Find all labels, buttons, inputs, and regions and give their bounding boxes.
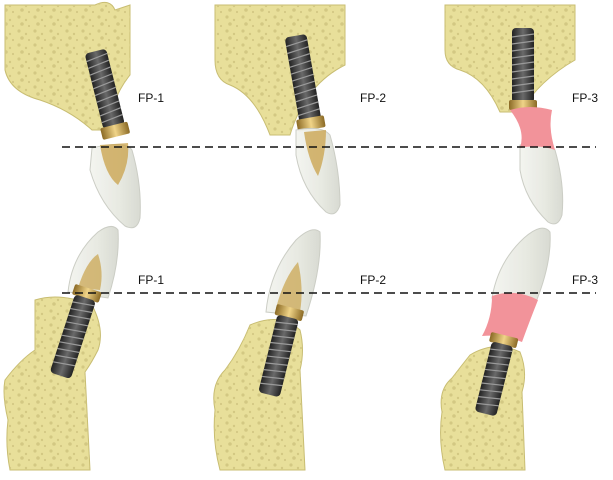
dental-implant [285, 34, 326, 132]
abutment [296, 115, 326, 132]
abutment [72, 284, 102, 303]
label-bottom-fp2: FP-2 [360, 273, 386, 287]
label-top-fp2: FP-2 [360, 91, 386, 105]
abutment [489, 332, 519, 348]
mandible-panel-fp1 [3, 226, 119, 471]
dental-implant [50, 284, 102, 379]
dental-implant [475, 332, 519, 416]
maxilla-panel-fp1 [4, 1, 141, 229]
dental-implant [509, 28, 537, 110]
label-top-fp1: FP-1 [138, 91, 164, 105]
crown [491, 227, 551, 303]
abutment-core [100, 143, 129, 185]
label-bottom-fp1: FP-1 [138, 273, 164, 287]
label-top-fp3: FP-3 [572, 91, 598, 105]
maxilla-panel-fp3 [444, 4, 576, 225]
abutment-core [304, 130, 326, 176]
crown [519, 142, 564, 225]
label-bottom-fp3: FP-3 [572, 273, 598, 287]
abutment-core [78, 254, 102, 290]
pink-porcelain [482, 292, 538, 342]
abutment [274, 304, 304, 321]
maxilla-panel-fp2 [214, 4, 346, 215]
abutment-core [276, 262, 302, 312]
dental-implant [85, 49, 130, 140]
dental-implant [259, 304, 304, 397]
mandible-panel-fp3 [440, 227, 551, 471]
pink-porcelain [510, 107, 555, 150]
abutment [100, 121, 130, 140]
mandible-panel-fp2 [213, 229, 321, 471]
